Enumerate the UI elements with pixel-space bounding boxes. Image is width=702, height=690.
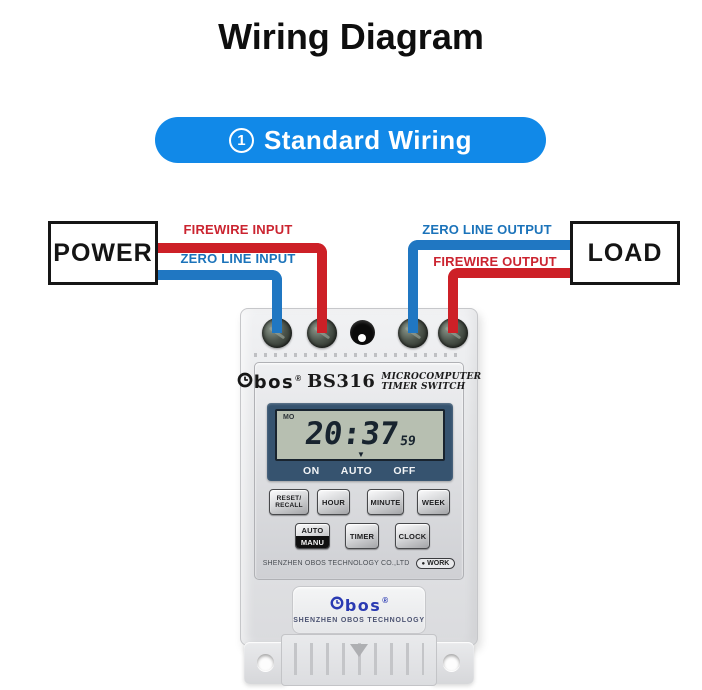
auto-label: AUTO [301,525,324,535]
lcd-cursor-icon: ▼ [357,450,365,459]
vent-slits [254,353,464,357]
lcd-seconds: 59 [398,434,417,449]
zero-line-output-label: ZERO LINE OUTPUT [422,222,552,237]
model-number: BS316 [307,371,376,392]
standard-wiring-banner: 1 Standard Wiring [155,117,546,163]
zero-line-input-wire [156,270,282,333]
power-label: POWER [53,238,153,267]
lcd-screen: MO 20:37 59 ▼ [275,409,445,461]
lcd-mode-off: OFF [393,465,416,477]
hour-button: HOUR [317,489,350,515]
mount-ear-left [244,642,288,684]
control-panel: bos ® BS316 MICROCOMPUTER TIMER SWITCH M… [237,362,481,580]
timer-button: TIMER [345,523,379,549]
din-rail-clip [281,634,437,686]
firewire-input-wire [156,243,327,333]
timer-device: bos ® BS316 MICROCOMPUTER TIMER SWITCH M… [237,308,481,688]
lcd-frame: MO 20:37 59 ▼ ON AUTO OFF [267,403,453,481]
auto-manu-button: AUTO MANU [295,523,330,549]
load-label: LOAD [587,238,663,267]
lcd-day: MO [283,414,295,421]
work-led-icon: ● [421,560,426,567]
lcd-time-row: 20:37 59 [277,416,443,452]
page-title: Wiring Diagram [218,16,484,57]
model-desc-line2: TIMER SWITCH [381,381,466,392]
mount-ear-right [430,642,474,684]
zero-line-input-label: ZERO LINE INPUT [180,251,296,266]
reset-recall-label: RESET/ RECALL [275,494,303,510]
brand-text: bos [344,596,382,615]
mount-hole [443,654,460,671]
clip-arrow-icon [350,644,368,657]
clock-icon [330,596,344,614]
registered-mark: ® [295,373,302,383]
work-label: WORK [427,560,450,567]
registered-mark: ® [382,596,389,605]
work-indicator-badge: ● WORK [415,558,456,569]
lcd-mode-labels: ON AUTO OFF [267,465,453,477]
company-text: SHENZHEN OBOS TECHNOLOGY CO.,LTD [262,560,410,567]
week-button: WEEK [417,489,450,515]
model-desc-line1: MICROCOMPUTER [381,371,482,382]
manu-label: MANU [296,536,329,548]
reset-recall-button: RESET/ RECALL [269,489,309,515]
obos-logo: bos ® [237,372,301,392]
clock-icon [237,372,253,392]
company-row: SHENZHEN OBOS TECHNOLOGY CO.,LTD ● WORK [255,558,463,569]
lcd-time: 20:37 [302,416,401,452]
brand-row: bos ® BS316 MICROCOMPUTER TIMER SWITCH [237,371,481,392]
minute-button: MINUTE [367,489,404,515]
lcd-mode-on: ON [303,465,320,477]
hole-highlight [358,334,366,342]
firewire-input-label: FIREWIRE INPUT [183,222,293,237]
circled-number-icon: 1 [228,127,254,153]
power-box: POWER [48,221,158,285]
banner-label: Standard Wiring [263,124,473,155]
firewire-output-wire [448,268,570,333]
obos-logo-blue: bos ® [330,596,388,614]
mount-hole [257,654,274,671]
lcd-mode-auto: AUTO [340,465,373,477]
load-box: LOAD [570,221,680,285]
model-description: MICROCOMPUTER TIMER SWITCH [381,372,481,392]
brand-text: bos [253,371,295,393]
plate-company-text: SHENZHEN OBOS TECHNOLOGY [293,617,425,624]
bottom-plate: bos ® SHENZHEN OBOS TECHNOLOGY [292,586,426,634]
mounting-hole [350,320,375,345]
zero-line-output-wire [408,240,570,333]
firewire-output-label: FIREWIRE OUTPUT [433,254,557,269]
clock-button: CLOCK [395,523,430,549]
